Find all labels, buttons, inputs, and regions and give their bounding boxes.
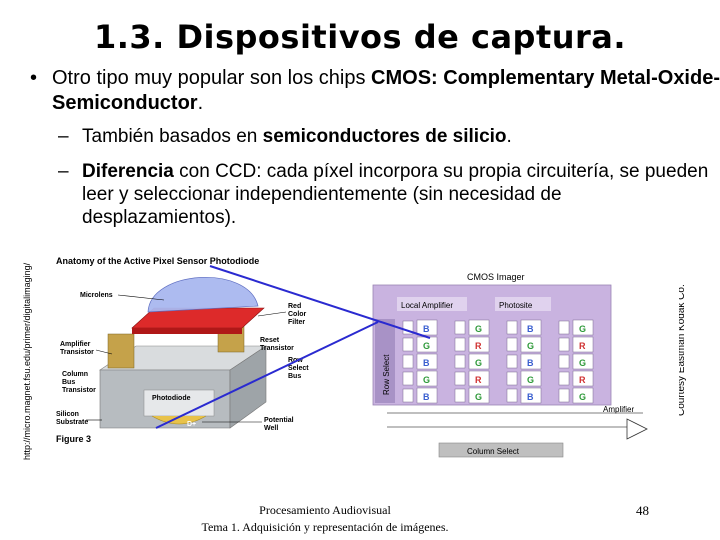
sub-dash: – [58,160,69,183]
bullet-dot: • [30,66,37,91]
cmos-imager-figure: CMOS Imager Local Amplifier Photosite Ro… [357,267,679,467]
pixel-amplifier [455,372,465,385]
pixel-amplifier [507,389,517,402]
pixel-color-letter: R [579,375,586,385]
anatomy-heading: Anatomy of the Active Pixel Sensor Photo… [56,256,259,266]
pixel-amplifier [559,338,569,351]
pixel-amplifier [455,355,465,368]
pixel-color-letter: G [423,375,430,385]
pixel-color-letter: R [475,341,482,351]
slide-title: 1.3. Dispositivos de captura. [0,18,720,56]
pixel-amplifier [403,338,413,351]
pixel-color-letter: G [475,358,482,368]
pixel-amplifier [403,389,413,402]
circuit-block-left [108,334,134,368]
pixel-color-letter: G [475,392,482,402]
pixel-amplifier [455,321,465,334]
row-select-label: Row Select [382,354,391,395]
pixel-amplifier [403,372,413,385]
pixel-amplifier [507,372,517,385]
pixel-amplifier [559,355,569,368]
column-select-label: Column Select [467,447,520,456]
pixel-amplifier [507,355,517,368]
pixel-amplifier [403,321,413,334]
local-amplifier-label: Local Amplifier [401,301,453,310]
sub-bullet-1-text: También basados en semiconductores de si… [82,125,712,148]
slide-footer: Procesamiento Audiovisual Tema 1. Adquis… [150,502,500,536]
page-number: 48 [636,503,649,519]
red-filter-edge [132,328,242,334]
pixel-color-letter: R [579,341,586,351]
pixel-color-letter: G [475,324,482,334]
pixel-color-letter: G [579,358,586,368]
pixel-color-letter: R [475,375,482,385]
pixel-color-letter: B [527,392,534,402]
pixel-color-letter: B [527,324,534,334]
pixel-color-letter: G [579,324,586,334]
cmos-heading: CMOS Imager [467,272,525,282]
pixel-color-letter: B [423,392,430,402]
sub-bullet-2-text: Diferencia con CCD: cada píxel incorpora… [82,160,712,229]
microlens-label: Microlens [80,292,113,299]
footer-course: Procesamiento Audiovisual [150,502,500,519]
pixel-amplifier [455,338,465,351]
pixel-amplifier [559,321,569,334]
pixel-amplifier [455,389,465,402]
photosite-label: Photosite [499,301,533,310]
pixel-color-letter: B [423,358,430,368]
pixel-amplifier [559,372,569,385]
pixel-amplifier [403,355,413,368]
pixel-amplifier [559,389,569,402]
footer-topic: Tema 1. Adquisición y representación de … [150,519,500,536]
sub-dash: – [58,125,69,148]
pixel-color-letter: G [527,375,534,385]
pixel-color-letter: B [527,358,534,368]
pixel-amplifier [507,321,517,334]
pixel-color-letter: G [579,392,586,402]
amplifier-label: Amplifier [603,405,634,414]
pixel-color-letter: G [423,341,430,351]
pixel-anatomy-figure: Anatomy of the Active Pixel Sensor Photo… [52,250,318,446]
credit-url: http://micro.magnet.fsu.edu/primer/digit… [22,250,32,460]
photodiode-label: Photodiode [152,395,191,402]
main-bullet-text: Otro tipo muy popular son los chips CMOS… [52,66,720,116]
pixel-amplifier [507,338,517,351]
figure-number: Figure 3 [56,434,91,444]
pixel-color-letter: G [527,341,534,351]
photodiode-region [144,390,214,416]
dplus-label: D+ [187,421,196,428]
pixel-color-letter: B [423,324,430,334]
